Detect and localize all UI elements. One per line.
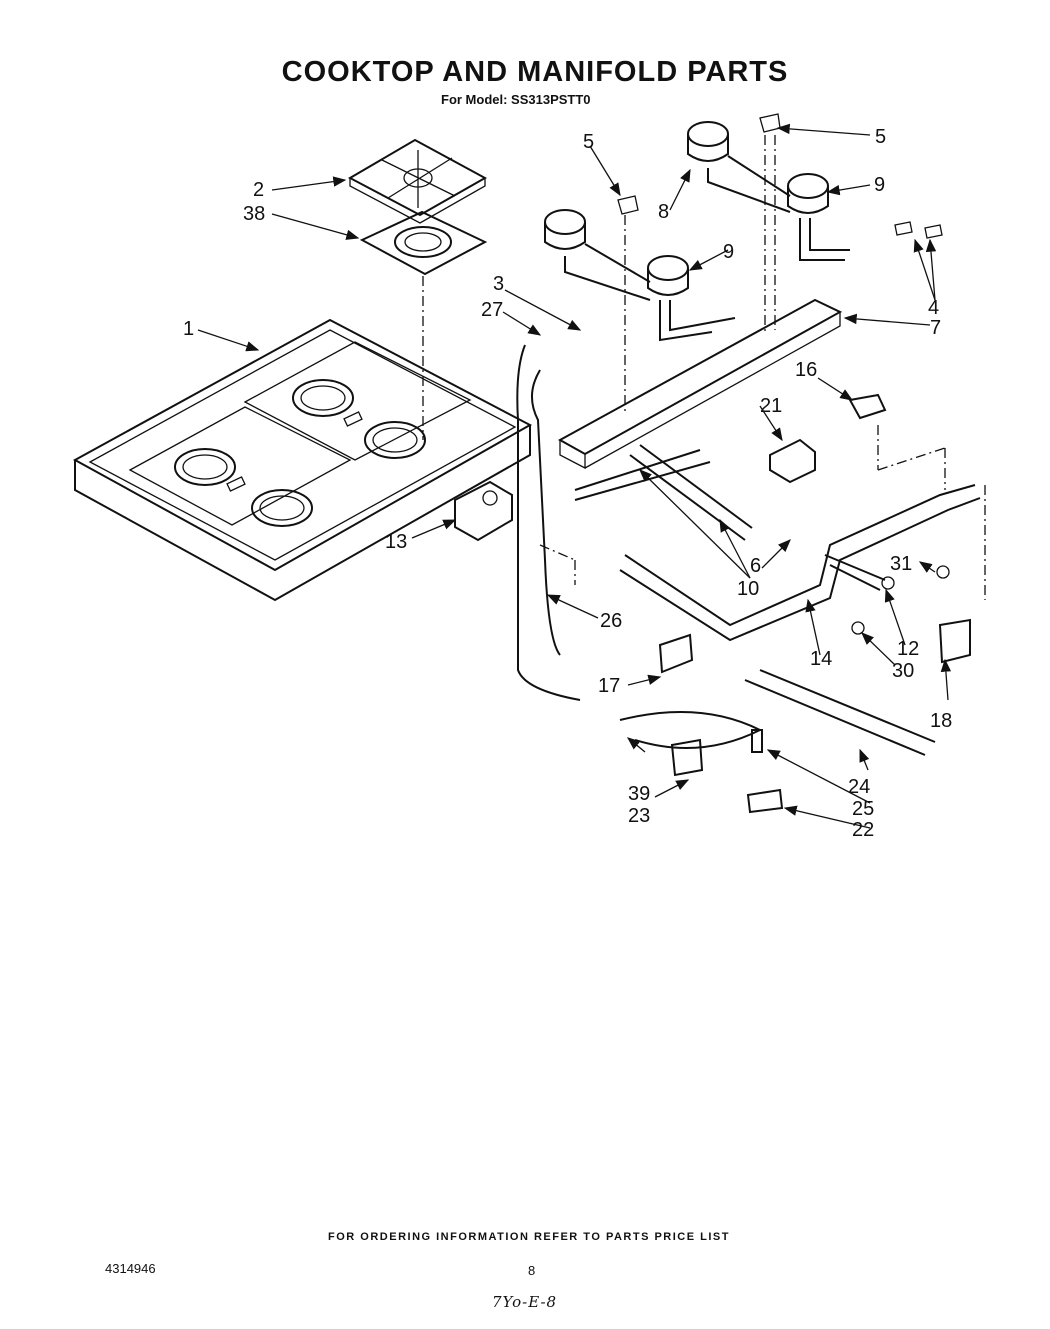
- document-number: 4314946: [105, 1261, 156, 1276]
- front-burner-assembly: [544, 195, 736, 342]
- callout-30: 30: [892, 660, 914, 682]
- callout-5-left: 5: [583, 131, 594, 153]
- callout-labels: 2 38 1 3 27 5 5 8 9 9 4 7 16 21 6 10 13 …: [183, 126, 952, 841]
- leader-arrows: [197, 123, 952, 829]
- callout-21: 21: [760, 395, 782, 417]
- callout-17: 17: [598, 675, 620, 697]
- callout-16: 16: [795, 359, 817, 381]
- callout-1: 1: [183, 318, 194, 340]
- callout-6: 6: [750, 555, 761, 577]
- callout-12: 12: [897, 638, 919, 660]
- callout-7: 7: [930, 317, 941, 339]
- valves-fittings: [454, 393, 971, 814]
- callout-14: 14: [810, 648, 832, 670]
- callout-26: 26: [600, 610, 622, 632]
- page-number: 8: [528, 1263, 536, 1278]
- callout-24: 24: [848, 776, 870, 798]
- callout-22: 22: [852, 819, 874, 841]
- callout-4: 3: [493, 273, 504, 295]
- cooktop-panel: [72, 318, 533, 602]
- callout-8: 8: [658, 201, 669, 223]
- callout-23: 23: [628, 805, 650, 827]
- callout-5-right: 5: [875, 126, 886, 148]
- callout-3: 4: [928, 297, 939, 319]
- drip-pan: [359, 210, 488, 276]
- burner-grate: [347, 138, 488, 224]
- callout-38: 38: [243, 203, 265, 225]
- burner-bracket: [557, 298, 843, 470]
- callout-25: 25: [852, 798, 874, 820]
- callout-27: 27: [481, 299, 503, 321]
- callout-10: 10: [737, 578, 759, 600]
- page-title: COOKTOP AND MANIFOLD PARTS: [281, 56, 789, 88]
- model-subtitle: For Model: SS313PSTT0: [441, 92, 591, 107]
- callout-2: 2: [253, 179, 264, 201]
- callout-31: 31: [890, 553, 912, 575]
- rear-burner-assembly: [687, 113, 943, 261]
- ordering-note: FOR ORDERING INFORMATION REFER TO PARTS …: [328, 1231, 730, 1243]
- callout-9-left: 9: [723, 241, 734, 263]
- callout-9-right: 9: [874, 174, 885, 196]
- callout-13: 13: [385, 531, 407, 553]
- handwritten-note: 7Yo-E-8: [492, 1293, 558, 1311]
- callout-18: 18: [930, 710, 952, 732]
- manifold-tubing: [516, 344, 981, 756]
- callout-39: 39: [628, 783, 650, 805]
